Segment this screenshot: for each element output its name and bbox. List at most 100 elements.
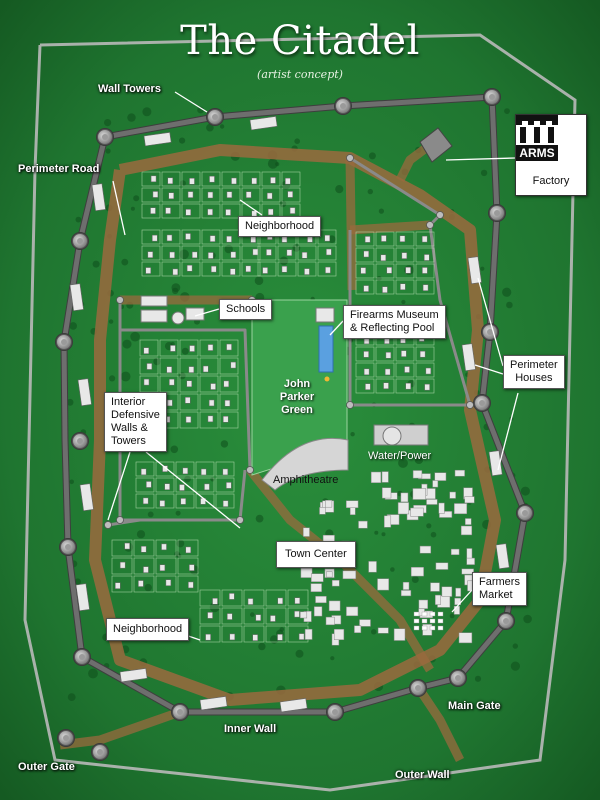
tree bbox=[179, 180, 186, 187]
neighborhood-east-a-lot bbox=[415, 247, 435, 263]
interior-tower bbox=[346, 154, 354, 162]
wall-tower-top bbox=[503, 618, 509, 624]
neighborhood-south-a-house bbox=[119, 561, 126, 569]
neighborhood-south-a-house bbox=[159, 564, 166, 572]
interior-line-1: Interior bbox=[111, 396, 146, 408]
neighborhood-north-a-lot bbox=[281, 171, 301, 187]
neighborhood-east-b-lot bbox=[395, 378, 415, 394]
neighborhood-north-b-lot bbox=[201, 261, 221, 277]
neighborhood-east-b-lot bbox=[355, 378, 375, 394]
neighborhood-north-b-lot bbox=[141, 261, 161, 277]
neighborhood-west-b-house bbox=[180, 498, 187, 505]
interior-tower bbox=[426, 221, 434, 229]
neighborhood-south-a-house bbox=[140, 546, 147, 553]
neighborhood-east-a-lot bbox=[395, 247, 415, 263]
tree bbox=[411, 576, 419, 583]
neighborhood-north-a-house bbox=[225, 209, 231, 216]
neighborhood-east-b-lot bbox=[415, 362, 435, 378]
neighborhood-north-b-house bbox=[166, 234, 173, 242]
neighborhood-north-c-house bbox=[307, 235, 313, 243]
town-center-building bbox=[400, 590, 412, 597]
leader-line bbox=[194, 308, 220, 317]
neighborhood-west-house bbox=[223, 380, 230, 388]
tree bbox=[147, 511, 154, 518]
neighborhood-east-a-lot bbox=[355, 231, 375, 247]
neighborhood-north-a-lot bbox=[161, 171, 181, 187]
wall-tower-top bbox=[340, 103, 346, 109]
tree bbox=[426, 523, 432, 529]
green-line-2: Parker bbox=[279, 391, 315, 403]
tree bbox=[170, 341, 175, 347]
neighborhood-north-c-house bbox=[324, 234, 331, 242]
neighborhood-west-lot bbox=[179, 375, 199, 393]
perimeter-house bbox=[279, 698, 308, 713]
callout-neighborhood-north: Neighborhood bbox=[238, 216, 322, 237]
town-center-building bbox=[464, 496, 475, 504]
neighborhood-west-b-lot bbox=[195, 477, 215, 493]
interior-wall-5 bbox=[428, 224, 472, 406]
town-center-building bbox=[410, 567, 424, 577]
tree bbox=[66, 398, 74, 406]
amphitheatre-structure bbox=[261, 437, 349, 491]
neighborhood-north-b-house bbox=[172, 268, 179, 276]
inner-road-0 bbox=[345, 157, 357, 291]
callout-perimeter-houses: Perimeter Houses bbox=[503, 355, 565, 389]
school-building-b bbox=[140, 309, 168, 323]
inner-road-4 bbox=[395, 141, 433, 183]
tree bbox=[179, 249, 189, 260]
perimeter-house bbox=[91, 183, 106, 212]
neighborhood-north-c-house bbox=[286, 249, 293, 256]
neighborhood-north-c-lot bbox=[257, 245, 277, 261]
tree bbox=[430, 531, 437, 538]
tree bbox=[172, 287, 179, 295]
tree bbox=[506, 301, 513, 309]
town-center-building bbox=[435, 594, 441, 605]
neighborhood-north-a-lot bbox=[201, 203, 221, 219]
tree bbox=[105, 148, 111, 154]
neighborhood-east-a-lot bbox=[375, 279, 395, 295]
town-center-building bbox=[310, 583, 322, 592]
tree bbox=[414, 455, 424, 465]
neighborhood-south-a-lot bbox=[133, 539, 155, 557]
neighborhood-west-b-house bbox=[222, 500, 229, 507]
factory-label: Factory bbox=[532, 175, 570, 187]
interior-tower bbox=[116, 516, 124, 524]
neighborhood-east-a-lot bbox=[375, 231, 395, 247]
tree bbox=[480, 266, 485, 271]
neighborhood-north-c-house bbox=[281, 265, 288, 273]
neighborhood-east-b-house bbox=[385, 352, 392, 359]
tree bbox=[390, 567, 395, 572]
neighborhood-north-c-house bbox=[301, 252, 308, 259]
wall-tower-top bbox=[212, 114, 218, 120]
town-center-building bbox=[397, 502, 410, 515]
neighborhood-west-lot bbox=[219, 375, 239, 393]
neighborhood-north-b-house bbox=[145, 267, 152, 274]
outer-wall-line bbox=[23, 33, 577, 792]
neighborhood-west-lot bbox=[199, 339, 219, 357]
neighborhood-west-lot bbox=[139, 339, 159, 357]
neighborhood-south-b-lot bbox=[265, 607, 287, 625]
town-center-building bbox=[441, 586, 453, 597]
neighborhood-south-b-lot bbox=[243, 625, 265, 643]
neighborhood-south-a-house bbox=[165, 579, 172, 586]
neighborhood-north-b-lot bbox=[161, 229, 181, 245]
neighborhood-east-a-house bbox=[399, 235, 406, 242]
interior-tower bbox=[436, 211, 444, 219]
neighborhood-north-a-house bbox=[266, 192, 273, 200]
neighborhood-south-a-lot bbox=[155, 575, 177, 593]
neighborhood-west-lot bbox=[159, 357, 179, 375]
perimeter-house bbox=[199, 696, 228, 711]
tree bbox=[504, 108, 510, 114]
neighborhood-south-b-lot bbox=[265, 589, 287, 607]
neighborhood-north-c-lot bbox=[277, 245, 297, 261]
tree bbox=[104, 119, 112, 127]
perimeter-house bbox=[143, 132, 172, 147]
tree bbox=[209, 602, 220, 613]
neighborhood-west-lot bbox=[219, 411, 239, 429]
town-center-building bbox=[377, 578, 389, 591]
neighborhood-south-a-house bbox=[185, 546, 192, 554]
neighborhood-west-house bbox=[184, 397, 191, 404]
neighborhood-south-b-house bbox=[294, 610, 300, 618]
town-center-building bbox=[377, 627, 389, 634]
market-stall bbox=[413, 618, 420, 624]
